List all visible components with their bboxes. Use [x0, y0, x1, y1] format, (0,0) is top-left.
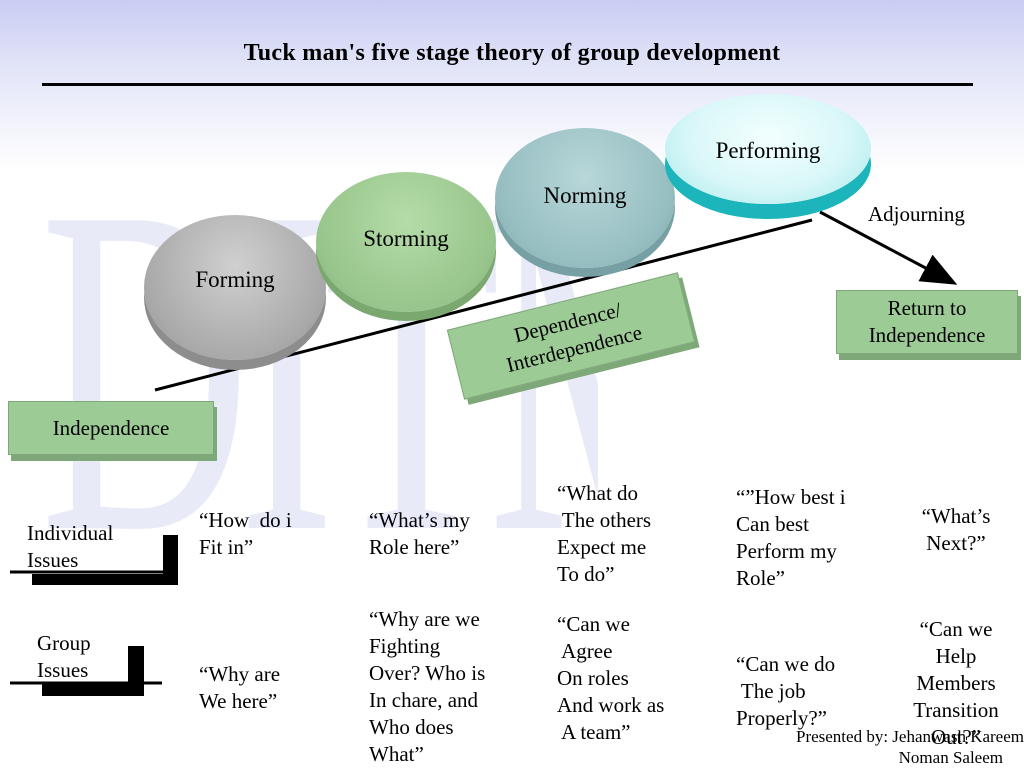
stage-norming-disc: Norming — [495, 128, 675, 268]
page-title: Tuck man's five stage theory of group de… — [243, 40, 781, 66]
group-bracket — [42, 684, 144, 696]
stage-norming-label: Norming — [543, 183, 627, 208]
individual-bracket — [32, 574, 178, 585]
return-independence-box-label: Return to Independence — [868, 296, 986, 347]
stage-storming-label: Storming — [363, 226, 449, 251]
stage-forming-label: Forming — [195, 267, 275, 292]
stage-performing-disc: Performing — [665, 94, 871, 204]
group-issues-label: Group Issues — [37, 631, 91, 682]
adjourning-arrow — [819, 210, 958, 285]
individual-adjourning-text: “What’s Next?” — [921, 504, 991, 555]
presenter-credit: Presented by: Jehanwash Kareem Noman Sal… — [740, 726, 1024, 768]
individual-bracket-side — [163, 535, 178, 585]
stage-forming-disc: Forming — [144, 215, 326, 360]
group-adjourning-text: “Can we Help Members Transition Out?” — [913, 617, 999, 749]
group-bracket-side — [128, 646, 144, 696]
presenter-line-1: Presented by: Jehanwash Kareem — [795, 727, 1024, 746]
independence-box-label: Independence — [52, 416, 170, 440]
individual-issues-label: Individual Issues — [27, 521, 114, 572]
individual-norming-text: “What do The others Expect me To do” — [557, 481, 652, 586]
independence-box: Independence — [8, 401, 214, 455]
adjourning-label: Adjourning — [868, 202, 965, 226]
group-storming-text: “Why are we Fighting Over? Who is In cha… — [369, 607, 486, 766]
independence-line — [154, 218, 813, 392]
stage-performing-label: Performing — [715, 138, 821, 163]
group-performing-text: “Can we do The job Properly?” — [736, 652, 836, 730]
title-rule — [42, 83, 973, 86]
group-norming-text: “Can we Agree On roles And work as A tea… — [557, 612, 665, 744]
group-forming-text: “Why are We here” — [199, 662, 281, 713]
presenter-line-2: Noman Saleem — [898, 748, 1003, 767]
individual-performing-text: “”How best i Can best Perform my Role” — [736, 485, 846, 590]
individual-forming-text: “How do i Fit in” — [199, 508, 292, 559]
individual-storming-text: “What’s my Role here” — [369, 508, 470, 559]
return-independence-box: Return to Independence — [836, 290, 1018, 354]
stage-storming-disc: Storming — [316, 172, 496, 312]
